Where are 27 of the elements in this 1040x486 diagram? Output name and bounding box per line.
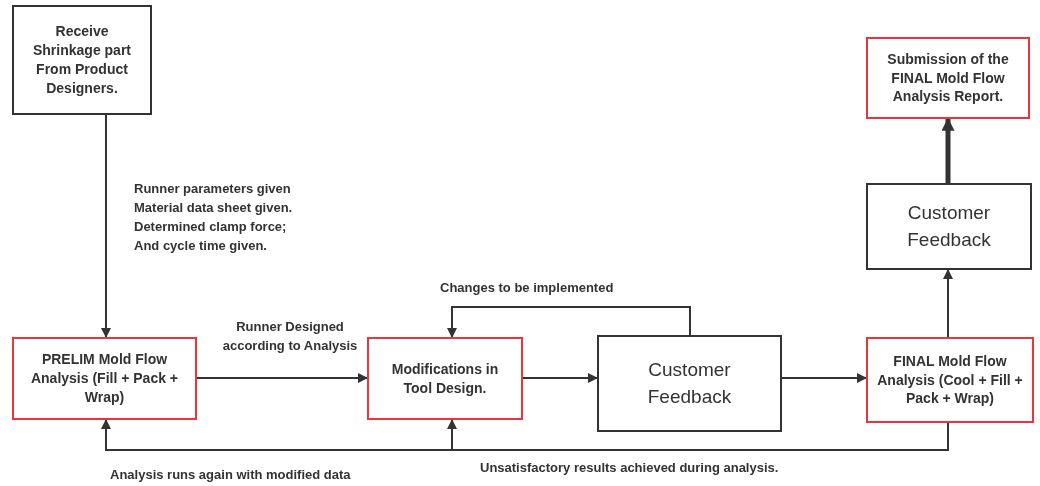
node-text: PRELIM Mold Flow Analysis (Fill + Pack + Wrap) bbox=[29, 350, 180, 407]
arrow bbox=[447, 306, 691, 338]
edge-label: Runner parameters given Material data sheet given. Determined clamp force; And cycle time given. bbox=[134, 180, 294, 255]
process-box bbox=[12, 337, 197, 420]
arrow bbox=[943, 269, 953, 338]
process-box bbox=[866, 337, 1034, 423]
process-box bbox=[12, 5, 152, 115]
arrow bbox=[101, 114, 111, 338]
node-text: Receive Shrinkage part From Product Designers. bbox=[32, 22, 132, 98]
feedback-box bbox=[866, 183, 1032, 270]
arrow bbox=[522, 373, 598, 383]
arrow bbox=[447, 419, 949, 451]
arrow bbox=[941, 117, 955, 183]
edge-label: Unsatisfactory results achieved during analysis. bbox=[480, 459, 780, 477]
edge-label: Analysis runs again with modified data bbox=[110, 466, 352, 484]
process-box bbox=[367, 337, 523, 420]
arrow bbox=[781, 373, 867, 383]
node-text: Modifications in Tool Design. bbox=[390, 359, 500, 398]
node-text: FINAL Mold Flow Analysis (Cool + Fill + Pack + Wrap) bbox=[876, 351, 1024, 409]
node-text: Customer Feedback bbox=[646, 357, 733, 409]
edge-label: Changes to be implemented bbox=[440, 279, 615, 297]
process-box bbox=[866, 37, 1030, 119]
node-text: Customer Feedback bbox=[906, 200, 992, 252]
node-text: Submission of the FINAL Mold Flow Analysis Report. bbox=[886, 49, 1010, 107]
edge-label: Runner Designed according to Analysis bbox=[221, 318, 359, 355]
arrow bbox=[196, 373, 368, 383]
feedback-box bbox=[597, 335, 782, 432]
